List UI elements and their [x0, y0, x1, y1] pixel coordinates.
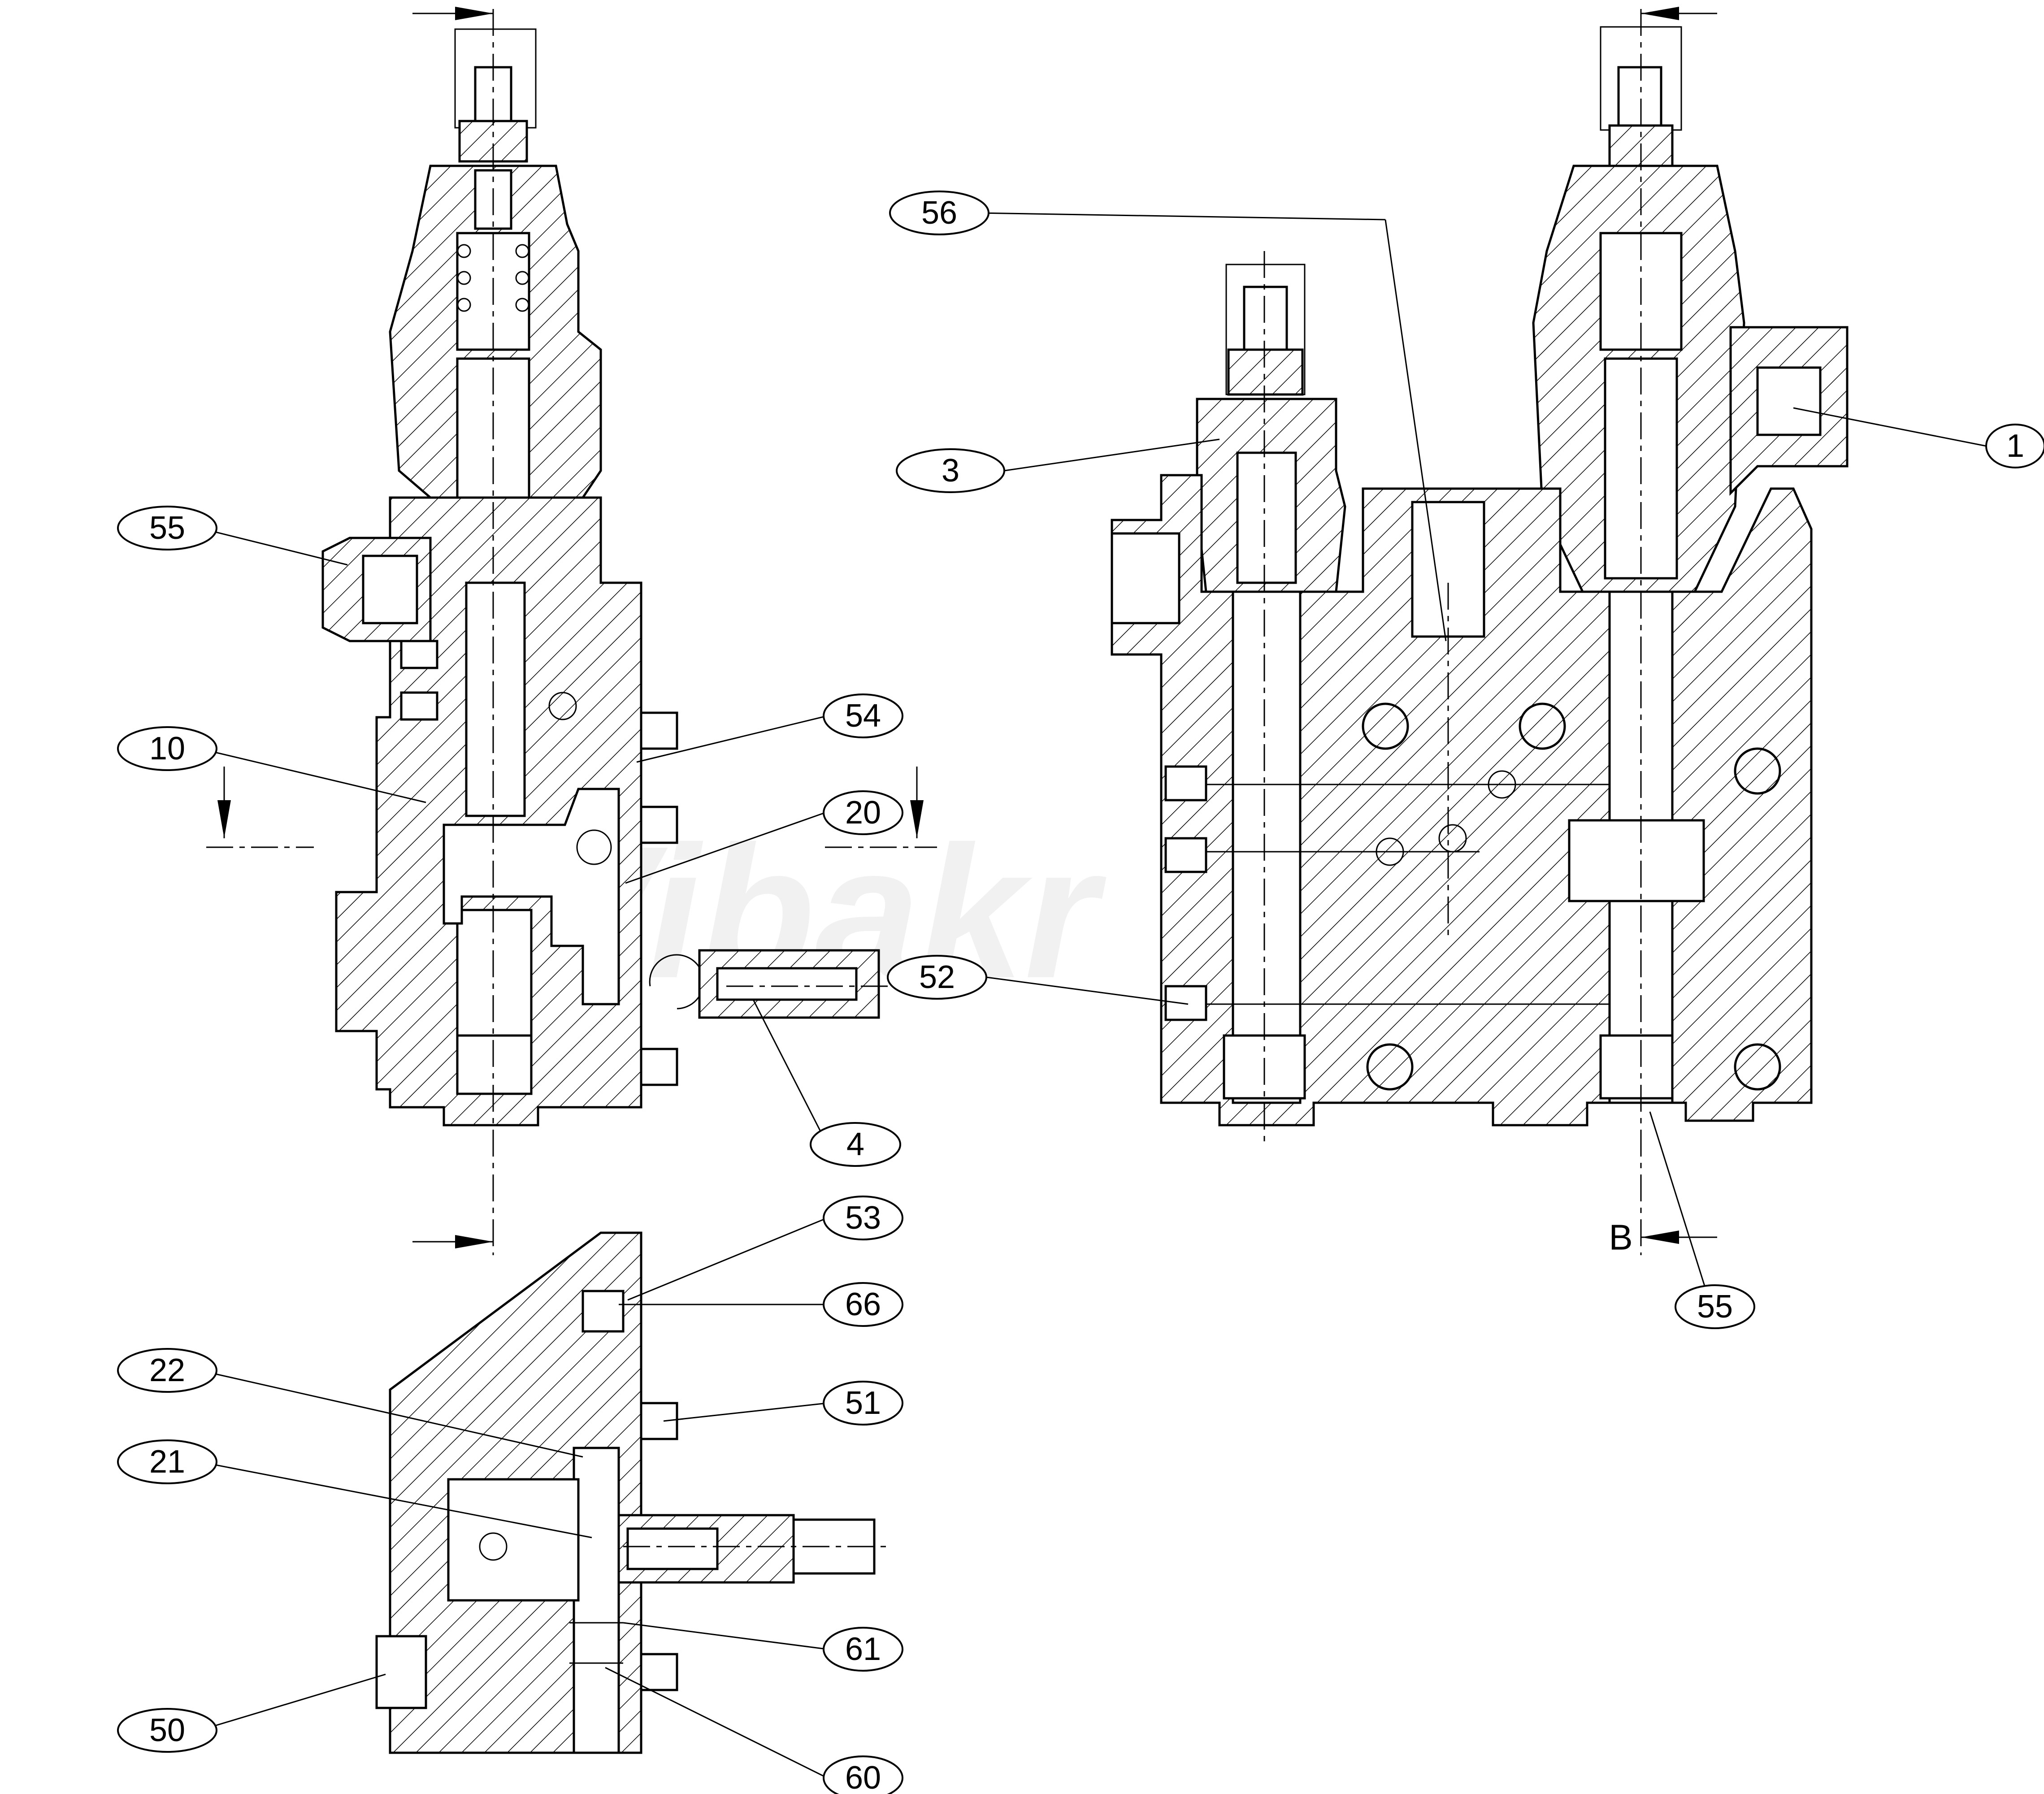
left-port-plug-bore	[362, 555, 418, 624]
right-hole-1	[1362, 702, 1409, 750]
right-plug-middle	[1164, 837, 1207, 873]
lower-lever-cavity	[447, 1478, 580, 1602]
left-central-bore	[465, 581, 526, 817]
right-plug-bottom-b	[1599, 1034, 1674, 1100]
callout-66: 66	[823, 1282, 903, 1327]
callout-1-label: 1	[2006, 428, 2024, 464]
right-lever-cavity	[1568, 819, 1705, 902]
left-spring	[457, 244, 529, 312]
right-filter-bore-56	[1411, 501, 1485, 638]
section-marker-b: B	[1609, 1218, 1632, 1257]
left-pin-lower	[640, 1048, 678, 1086]
left-pin-upper	[640, 806, 678, 844]
callout-3: 3	[896, 448, 1005, 493]
lower-pin-bottom	[640, 1653, 678, 1691]
callout-54-label: 54	[845, 698, 881, 734]
callout-20-label: 20	[845, 795, 881, 831]
callout-56: 56	[889, 191, 989, 235]
callout-21: 21	[117, 1439, 217, 1484]
callout-54: 54	[823, 693, 903, 738]
lower-plug-66	[582, 1290, 625, 1333]
right-cross-hole-c	[1438, 824, 1467, 853]
right-cross-hole-a	[1488, 770, 1516, 799]
callout-66-label: 66	[845, 1287, 881, 1322]
callout-55-left-label: 55	[149, 510, 185, 546]
right-port-1-bore	[1756, 366, 1822, 436]
left-lever-pivot	[576, 829, 612, 865]
left-detent-ball	[649, 954, 704, 1010]
callout-60-label: 60	[845, 1760, 881, 1794]
right-top-arrowhead	[1641, 7, 1679, 20]
callout-21-label: 21	[149, 1444, 185, 1480]
callout-4-label: 4	[846, 1127, 864, 1162]
callout-55-right: 55	[1675, 1284, 1755, 1329]
callout-61-label: 61	[845, 1631, 881, 1667]
left-bottom-plug	[456, 1034, 533, 1095]
right-hole-3	[1734, 747, 1781, 795]
right-bore-a	[1232, 590, 1302, 1104]
left-section-view	[206, 7, 937, 1255]
left-top-arrowhead	[455, 7, 493, 20]
callout-3-label: 3	[942, 453, 959, 489]
right-plug-52	[1164, 985, 1207, 1021]
right-section-view: B	[1111, 7, 1849, 1257]
callout-53: 53	[823, 1196, 903, 1240]
callout-60: 60	[823, 1755, 903, 1794]
right-spring-chamber-a	[1236, 451, 1297, 584]
callout-55-left: 55	[117, 506, 217, 550]
right-cross-hole-b	[1376, 837, 1404, 866]
lower-vertical-bore	[573, 1447, 620, 1754]
lower-detent-bore	[626, 1527, 719, 1570]
callout-52: 52	[887, 955, 987, 1000]
right-stud-b	[1617, 66, 1662, 127]
callout-50-label: 50	[149, 1712, 185, 1748]
right-nut-a	[1227, 348, 1304, 396]
left-detent-bore	[716, 967, 858, 1001]
left-pin-54	[640, 711, 678, 750]
callout-20: 20	[823, 790, 903, 835]
callout-10-label: 10	[149, 731, 185, 767]
callout-balloons: 1 3 4 10 20 21 22 50	[117, 191, 2044, 1794]
left-plug-b	[400, 691, 438, 721]
lower-plug-50	[375, 1635, 427, 1709]
right-hole-4	[1366, 1043, 1414, 1091]
right-hole-5	[1734, 1043, 1781, 1091]
callout-22-label: 22	[149, 1352, 185, 1388]
callout-56-label: 56	[921, 195, 957, 231]
left-lever-cavity	[443, 788, 620, 1005]
callout-51-label: 51	[845, 1385, 881, 1421]
right-side-port	[1111, 532, 1180, 624]
left-bottom-arrowhead	[455, 1235, 493, 1248]
callout-61: 61	[823, 1627, 903, 1672]
left-cut-arrowhead-a	[217, 800, 231, 838]
right-bottom-arrowhead	[1641, 1231, 1679, 1244]
right-hole-2	[1519, 702, 1566, 750]
callout-55-right-label: 55	[1697, 1289, 1733, 1325]
left-cut-arrowhead-b	[910, 800, 924, 838]
callout-52-label: 52	[919, 959, 955, 995]
lower-lever-pivot	[479, 1532, 508, 1561]
callout-51: 51	[823, 1381, 903, 1426]
callout-4: 4	[810, 1122, 901, 1167]
right-stud-a	[1243, 286, 1288, 351]
lower-pin-51	[640, 1402, 678, 1440]
left-plug-a	[400, 640, 438, 669]
leader-lines	[199, 212, 1987, 1779]
lower-section-view	[375, 1231, 888, 1754]
callout-53-label: 53	[845, 1200, 881, 1236]
left-bore-cross	[548, 692, 577, 720]
callout-22: 22	[117, 1348, 217, 1393]
callout-10: 10	[117, 726, 217, 771]
right-plug-upper	[1164, 765, 1207, 802]
callout-1: 1	[1985, 424, 2044, 468]
callout-50: 50	[117, 1708, 217, 1753]
